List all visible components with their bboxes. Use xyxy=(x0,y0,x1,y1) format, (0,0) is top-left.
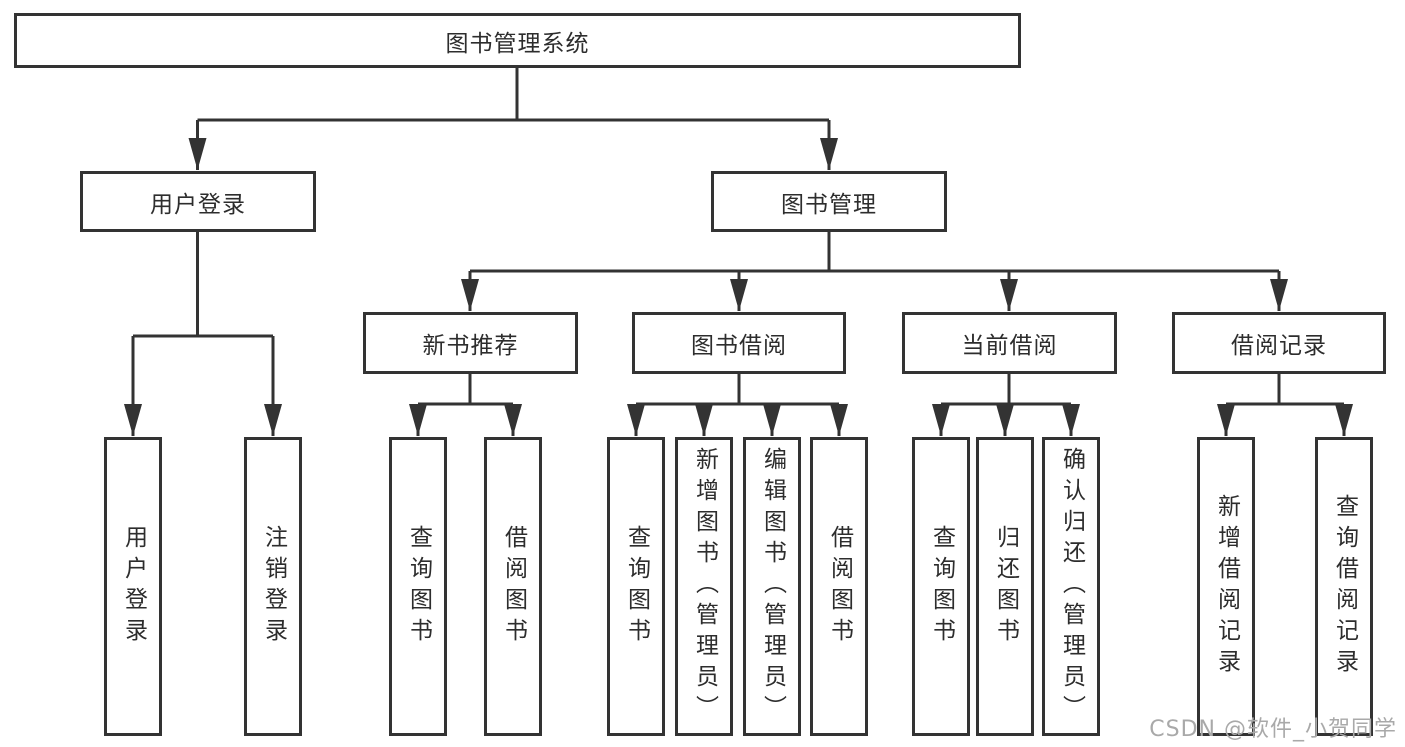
edges-userlogin-children xyxy=(124,232,282,436)
node-confirm-return-admin: 确认归还（管理员） xyxy=(1042,437,1100,736)
node-current-borrowing: 当前借阅 xyxy=(902,312,1117,374)
node-query-books-current: 查询图书 xyxy=(912,437,970,736)
node-add-borrow-record: 新增借阅记录 xyxy=(1197,437,1255,736)
node-borrowing-records: 借阅记录 xyxy=(1172,312,1386,374)
edges-records-children xyxy=(1217,374,1353,436)
node-new-book-recommendation: 新书推荐 xyxy=(363,312,578,374)
node-borrow-books-leaf: 借阅图书 xyxy=(810,437,868,736)
edges-borrow-children xyxy=(627,374,848,436)
node-book-management: 图书管理 xyxy=(711,171,947,232)
edges-current-children xyxy=(932,374,1080,436)
node-book-borrowing: 图书借阅 xyxy=(632,312,846,374)
edges-root-to-level2 xyxy=(188,68,838,170)
node-library-system-root: 图书管理系统 xyxy=(14,13,1021,68)
node-user-login-leaf: 用户登录 xyxy=(104,437,162,736)
node-logout: 注销登录 xyxy=(244,437,302,736)
node-query-books-rec: 查询图书 xyxy=(389,437,447,736)
csdn-watermark: CSDN @软件_小贺同学 xyxy=(1149,717,1397,742)
edges-bookmgmt-to-level3 xyxy=(461,232,1288,311)
node-return-books: 归还图书 xyxy=(976,437,1034,736)
node-edit-books-admin: 编辑图书（管理员） xyxy=(743,437,801,736)
edges-newbook-children xyxy=(409,374,522,436)
node-user-login-branch: 用户登录 xyxy=(80,171,316,232)
node-add-books-admin: 新增图书（管理员） xyxy=(675,437,733,736)
node-borrow-books-rec: 借阅图书 xyxy=(484,437,542,736)
node-query-books-borrow: 查询图书 xyxy=(607,437,665,736)
node-query-borrow-record: 查询借阅记录 xyxy=(1315,437,1373,736)
